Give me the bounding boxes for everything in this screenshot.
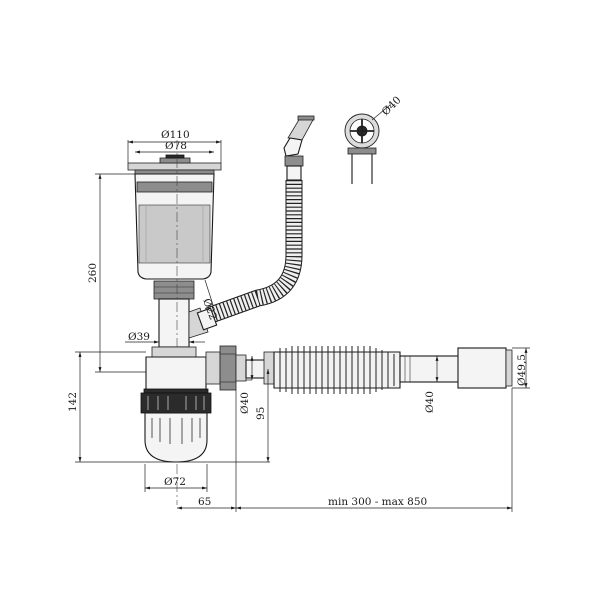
sink-strainer: [127, 154, 222, 348]
dim-length-range: min 300 - max 850: [328, 496, 427, 508]
dim-trap-outlet-diameter: Ø40: [239, 392, 251, 414]
dim-offset-65: 65: [198, 496, 211, 508]
dim-pipe-diameter: Ø40: [424, 391, 436, 413]
dim-overflow-diameter: Ø40: [380, 94, 404, 118]
dim-rim-diameter: Ø110: [161, 129, 190, 141]
overflow-head: [283, 115, 315, 181]
dim-height-260: 260: [87, 263, 99, 283]
overflow-hose: [196, 180, 303, 331]
dim-end-diameter: Ø49,5: [516, 354, 528, 386]
dim-grate-diameter: Ø78: [165, 140, 187, 152]
dim-height-142: 142: [67, 392, 79, 412]
dimension-lines: [75, 104, 530, 512]
dim-outlet-diameter: Ø39: [128, 331, 150, 343]
overflow-front-view: [344, 113, 380, 184]
extension-pipe: [245, 346, 513, 394]
bottle-trap: [140, 345, 247, 463]
dim-height-95: 95: [255, 407, 267, 420]
dim-bottle-diameter: Ø72: [164, 476, 186, 488]
